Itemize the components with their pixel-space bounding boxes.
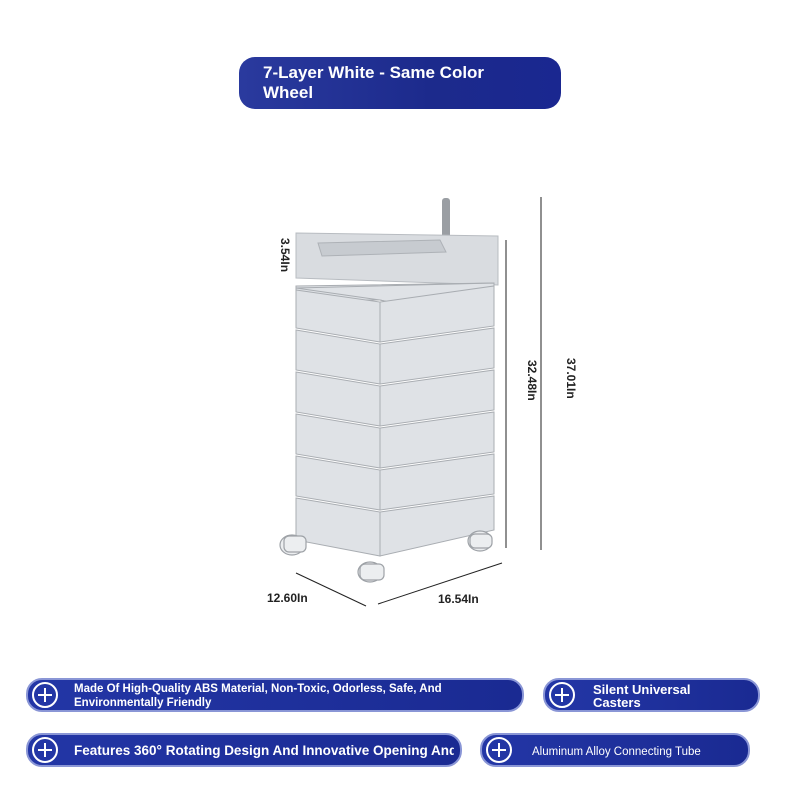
dimension-lines [295,197,542,607]
drawers [295,282,495,557]
plus-circle-icon [549,682,575,708]
feature-rotating: Features 360° Rotating Design And Innova… [26,733,462,767]
feature-tube-text: Aluminum Alloy Connecting Tube [532,746,701,758]
feature-tube: Aluminum Alloy Connecting Tube [480,733,750,767]
feature-rotating-text: Features 360° Rotating Design And Innova… [74,743,454,758]
handle-rod [442,198,450,238]
dim-width: 16.54In [438,592,479,606]
dim-total-height: 37.01In [564,358,578,399]
plus-circle-icon [32,682,58,708]
top-tray-recess [317,239,447,257]
title-text: 7-Layer White - Same Color Wheel [263,63,485,102]
feature-casters: Silent Universal Casters [543,678,760,712]
casters [279,530,493,583]
dim-top-height: 3.54In [278,238,292,273]
feature-material: Made Of High-Quality ABS Material, Non-T… [26,678,524,712]
feature-casters-text: Silent Universal Casters [593,682,691,710]
feature-material-text: Made Of High-Quality ABS Material, Non-T… [74,683,442,709]
plus-circle-icon [32,737,58,763]
plus-circle-icon [486,737,512,763]
dim-body-height: 32.48In [525,360,539,401]
title-banner: 7-Layer White - Same Color Wheel [239,57,561,109]
dim-depth: 12.60In [267,591,308,605]
